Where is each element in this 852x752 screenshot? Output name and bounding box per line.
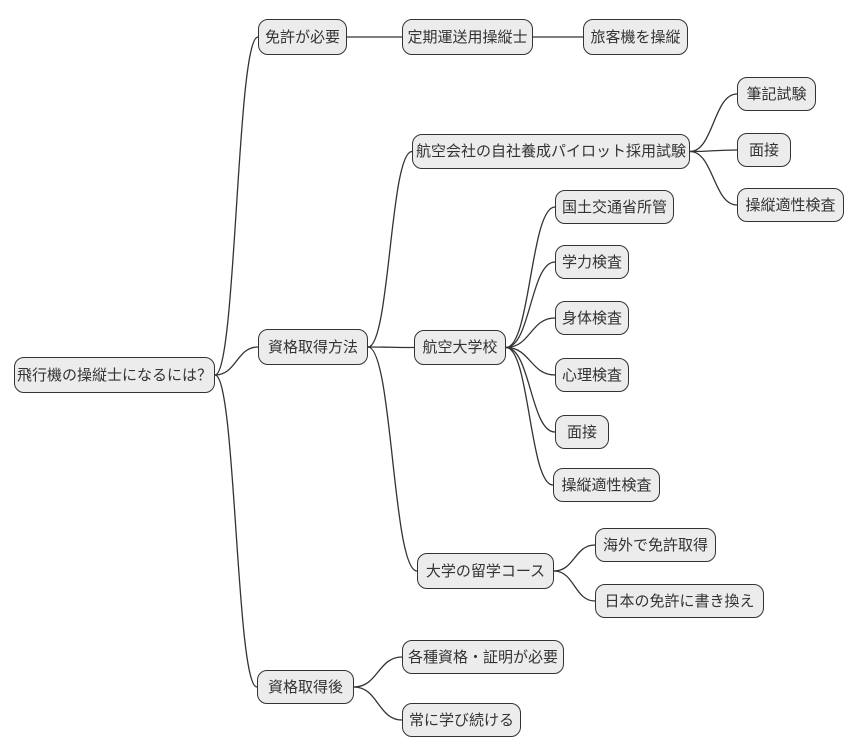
edge-method-study-abroad <box>367 346 418 572</box>
edge-college-mlit <box>505 206 556 349</box>
node-college: 航空大学校 <box>414 330 506 365</box>
edge-after-keep-learning <box>353 686 403 721</box>
edge-method-cadet-exam <box>367 150 413 348</box>
edge-college-physical-test <box>505 317 556 349</box>
node-physical-test: 身体検査 <box>555 301 629 335</box>
edge-method-college <box>367 346 415 349</box>
node-written-exam: 筆記試験 <box>737 77 816 111</box>
node-keep-learning: 常に学び続ける <box>402 703 521 737</box>
edge-root-license <box>214 36 259 376</box>
node-overseas: 海外で免許取得 <box>595 528 716 562</box>
edge-college-aptitude-2 <box>505 346 554 486</box>
node-interview-1: 面接 <box>737 133 791 167</box>
node-license: 免許が必要 <box>258 19 347 55</box>
edge-root-after <box>214 374 258 688</box>
node-interview-2: 面接 <box>555 415 609 449</box>
node-root: 飛行機の操縦士になるには？ <box>14 357 215 393</box>
node-cadet-exam: 航空会社の自社養成パイロット採用試験 <box>412 134 690 169</box>
edge-college-academic-test <box>505 261 556 349</box>
node-passenger: 旅客機を操縦 <box>583 19 688 55</box>
node-mlit: 国土交通省所管 <box>555 190 674 224</box>
node-study-abroad: 大学の留学コース <box>417 553 554 589</box>
edge-study-abroad-convert-license <box>553 570 596 602</box>
edge-college-psych-test <box>505 346 556 376</box>
node-academic-test: 学力検査 <box>555 245 629 279</box>
edge-cadet-exam-written-exam <box>689 93 738 153</box>
edge-college-interview-2 <box>505 346 556 433</box>
edge-cadet-exam-interview-1 <box>689 149 738 153</box>
node-after: 資格取得後 <box>257 670 354 704</box>
node-convert-license: 日本の免許に書き換え <box>595 584 764 618</box>
node-aptitude-1: 操縦適性検査 <box>737 188 844 222</box>
node-psych-test: 心理検査 <box>555 358 629 392</box>
edge-cadet-exam-aptitude-1 <box>689 150 738 206</box>
edge-after-certifications <box>353 656 403 688</box>
node-atp: 定期運送用操縦士 <box>402 19 533 55</box>
edge-root-method <box>214 346 259 376</box>
node-certifications: 各種資格・証明が必要 <box>402 640 564 674</box>
node-method: 資格取得方法 <box>258 329 368 365</box>
node-aptitude-2: 操縦適性検査 <box>553 468 660 502</box>
edge-study-abroad-overseas <box>553 544 596 572</box>
